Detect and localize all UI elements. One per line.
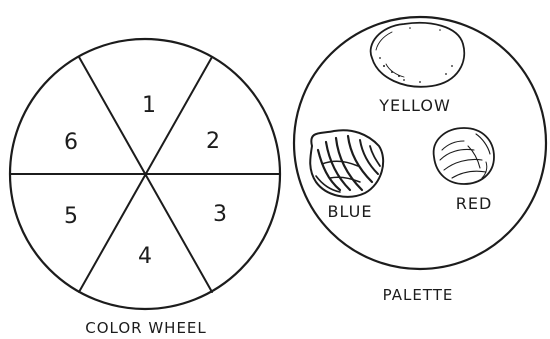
yellow-paint-label: YELLOW xyxy=(378,96,451,115)
color-wheel-caption: COLOR WHEEL xyxy=(85,319,207,337)
red-paint-blob xyxy=(434,128,494,184)
palette-outline xyxy=(294,17,546,269)
wheel-segment-6: 6 xyxy=(64,130,78,155)
yellow-paint-blob xyxy=(371,23,465,87)
red-paint-label: RED xyxy=(456,194,493,213)
color-wheel: 1 2 3 4 5 6 xyxy=(10,39,280,309)
blue-paint-label: BLUE xyxy=(328,202,373,221)
wheel-segment-3: 3 xyxy=(213,202,227,227)
blue-paint-blob xyxy=(310,130,383,197)
palette-caption: PALETTE xyxy=(383,286,454,304)
palette: YELLOW BLUE RED xyxy=(294,17,546,269)
wheel-segment-1: 1 xyxy=(142,93,156,118)
wheel-segment-2: 2 xyxy=(206,129,220,154)
wheel-segment-5: 5 xyxy=(64,204,78,229)
wheel-segment-4: 4 xyxy=(138,244,152,269)
